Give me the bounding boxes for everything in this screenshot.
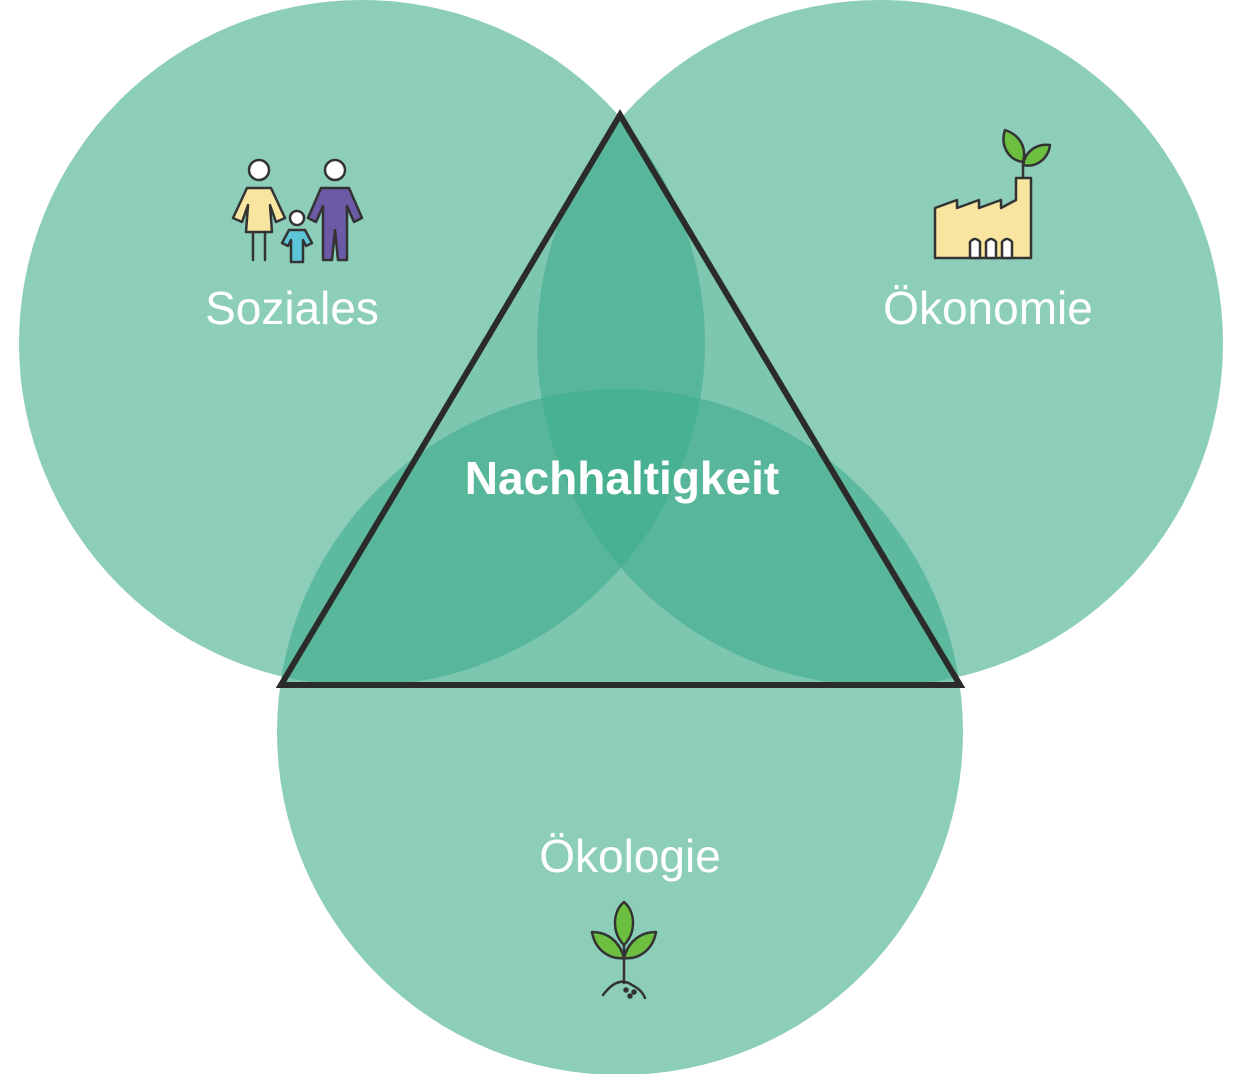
label-soziales: Soziales: [205, 282, 379, 334]
circles-group: [19, 0, 1223, 1074]
family-icon: [231, 158, 364, 264]
label-oekologie: Ökologie: [539, 830, 721, 882]
label-oekonomie: Ökonomie: [883, 282, 1093, 334]
sprout-icon: [590, 900, 658, 1000]
label-nachhaltigkeit: Nachhaltigkeit: [465, 452, 779, 504]
sustainability-triangle: [275, 109, 966, 688]
factory-icon: [933, 128, 1052, 260]
circle-oekologie: [277, 389, 963, 1074]
